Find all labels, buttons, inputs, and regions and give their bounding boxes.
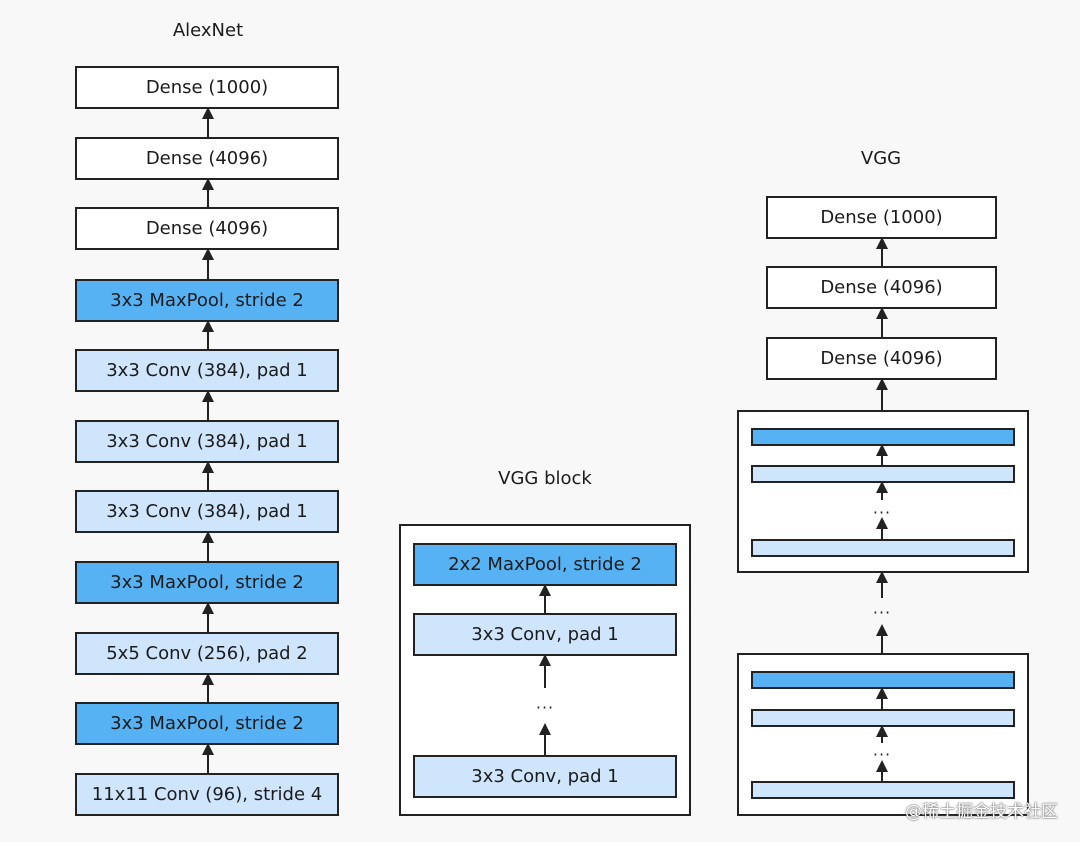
layer-label: Dense (4096) (820, 277, 943, 298)
layer-label: 3x3 Conv (384), pad 1 (106, 501, 308, 522)
vgg-layer-dense-1000: Dense (1000) (766, 196, 997, 239)
vgg-block-maxpool: 2x2 MaxPool, stride 2 (413, 543, 677, 586)
alexnet-layer-conv-384-a: 3x3 Conv (384), pad 1 (75, 490, 339, 533)
vgg-block-ellipsis: ··· (535, 698, 555, 717)
vgg-bottom-block-pool-bar (751, 671, 1015, 689)
vgg-block-title: VGG block (498, 468, 592, 489)
layer-label: Dense (4096) (145, 218, 269, 239)
layer-label: Dense (1000) (145, 77, 269, 98)
layer-label: Dense (4096) (145, 148, 269, 169)
layer-label: 3x3 Conv, pad 1 (471, 624, 619, 645)
alexnet-layer-dense-1000: Dense (1000) (75, 66, 339, 109)
vgg-top-block-conv-bar-upper (751, 465, 1015, 483)
vgg-layer-dense-4096-b: Dense (4096) (766, 337, 997, 380)
layer-label: 3x3 MaxPool, stride 2 (110, 290, 304, 311)
vgg-between-blocks-ellipsis: ··· (872, 603, 892, 622)
alexnet-layer-maxpool-3: 3x3 MaxPool, stride 2 (75, 279, 339, 322)
layer-label: 3x3 Conv (384), pad 1 (106, 431, 308, 452)
layer-label: 2x2 MaxPool, stride 2 (448, 554, 642, 575)
layer-label: Dense (1000) (820, 207, 943, 228)
layer-label: Dense (4096) (820, 348, 943, 369)
vgg-block-conv-top: 3x3 Conv, pad 1 (413, 613, 677, 656)
alexnet-layer-maxpool-2: 3x3 MaxPool, stride 2 (75, 561, 339, 604)
vgg-layer-dense-4096-a: Dense (4096) (766, 266, 997, 309)
vgg-top-block-conv-bar-lower (751, 539, 1015, 557)
layer-label: 3x3 MaxPool, stride 2 (110, 572, 304, 593)
alexnet-layer-conv-384-b: 3x3 Conv (384), pad 1 (75, 420, 339, 463)
vgg-top-block-ellipsis: ··· (872, 503, 892, 522)
layer-label: 3x3 MaxPool, stride 2 (110, 713, 304, 734)
vgg-top-block-pool-bar (751, 428, 1015, 446)
vgg-bottom-block-ellipsis: ··· (872, 745, 892, 764)
layer-label: 3x3 Conv (384), pad 1 (106, 360, 308, 381)
alexnet-title: AlexNet (172, 20, 244, 41)
vgg-block-conv-bottom: 3x3 Conv, pad 1 (413, 755, 677, 798)
vgg-bottom-block-conv-bar-lower (751, 781, 1015, 799)
vgg-title: VGG (860, 148, 902, 169)
alexnet-layer-conv-96: 11x11 Conv (96), stride 4 (75, 773, 339, 816)
alexnet-layer-conv-384-c: 3x3 Conv (384), pad 1 (75, 349, 339, 392)
alexnet-layer-maxpool-1: 3x3 MaxPool, stride 2 (75, 702, 339, 745)
alexnet-layer-dense-4096-b: Dense (4096) (75, 207, 339, 250)
alexnet-layer-dense-4096-a: Dense (4096) (75, 137, 339, 180)
layer-label: 5x5 Conv (256), pad 2 (106, 643, 308, 664)
alexnet-layer-conv-256: 5x5 Conv (256), pad 2 (75, 632, 339, 675)
vgg-bottom-block-conv-bar-upper (751, 709, 1015, 727)
watermark: @稀土掘金技术社区 (905, 802, 1058, 822)
layer-label: 3x3 Conv, pad 1 (471, 766, 619, 787)
layer-label: 11x11 Conv (96), stride 4 (91, 784, 323, 805)
